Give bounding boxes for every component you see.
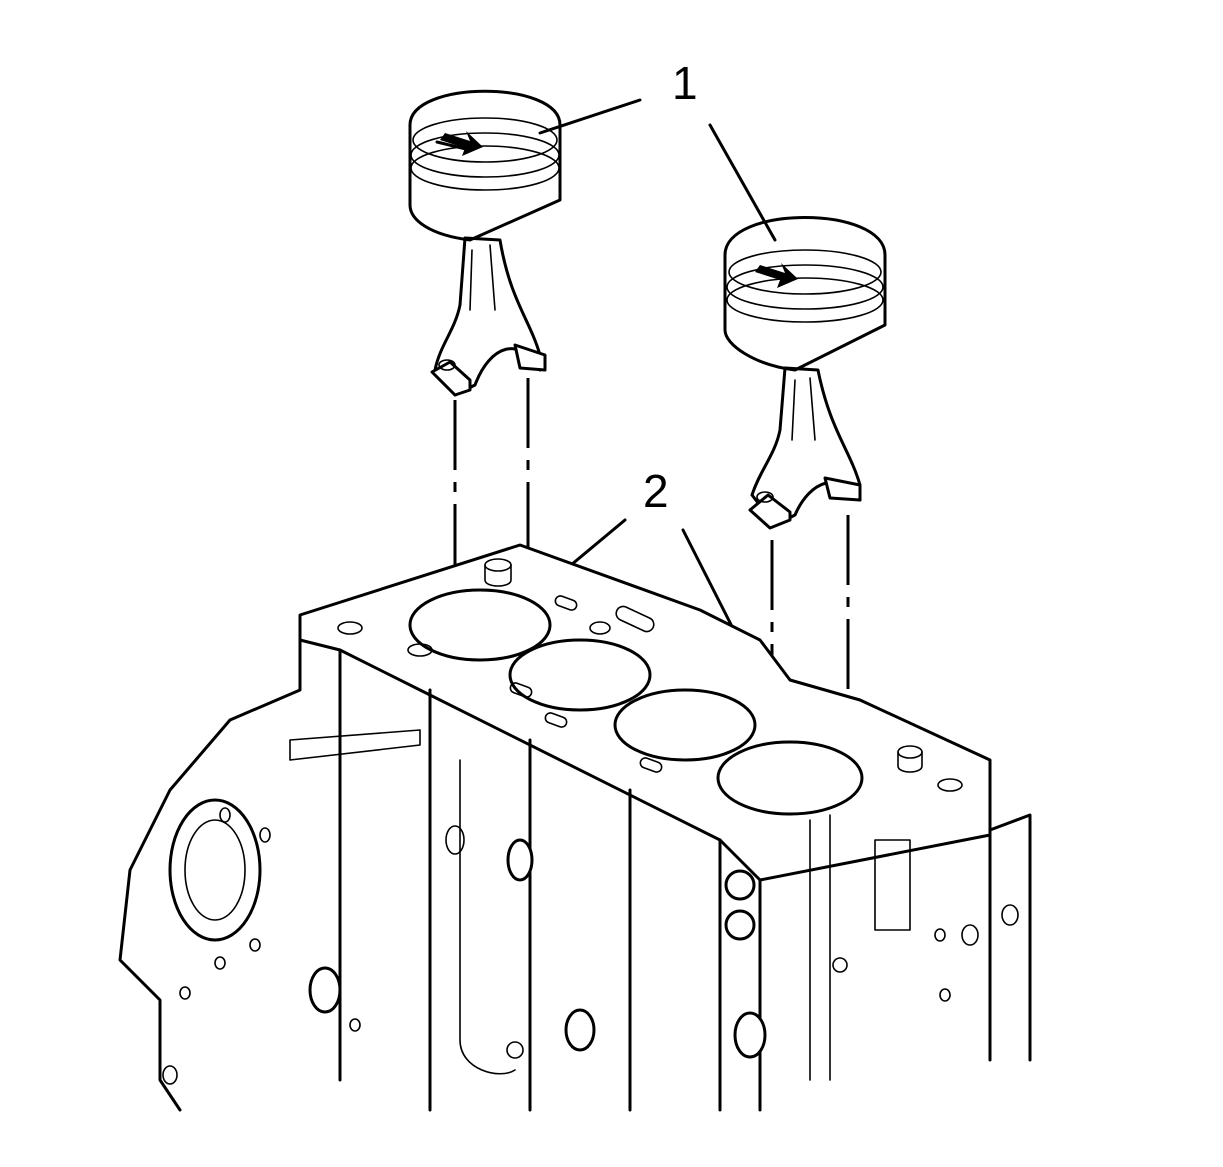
engine-block <box>118 543 1032 1112</box>
callout-label-1: 1 <box>672 57 698 109</box>
piston-assembly-right <box>723 216 887 530</box>
callout-label-2: 2 <box>643 465 669 517</box>
piston-assembly-left <box>408 89 562 397</box>
